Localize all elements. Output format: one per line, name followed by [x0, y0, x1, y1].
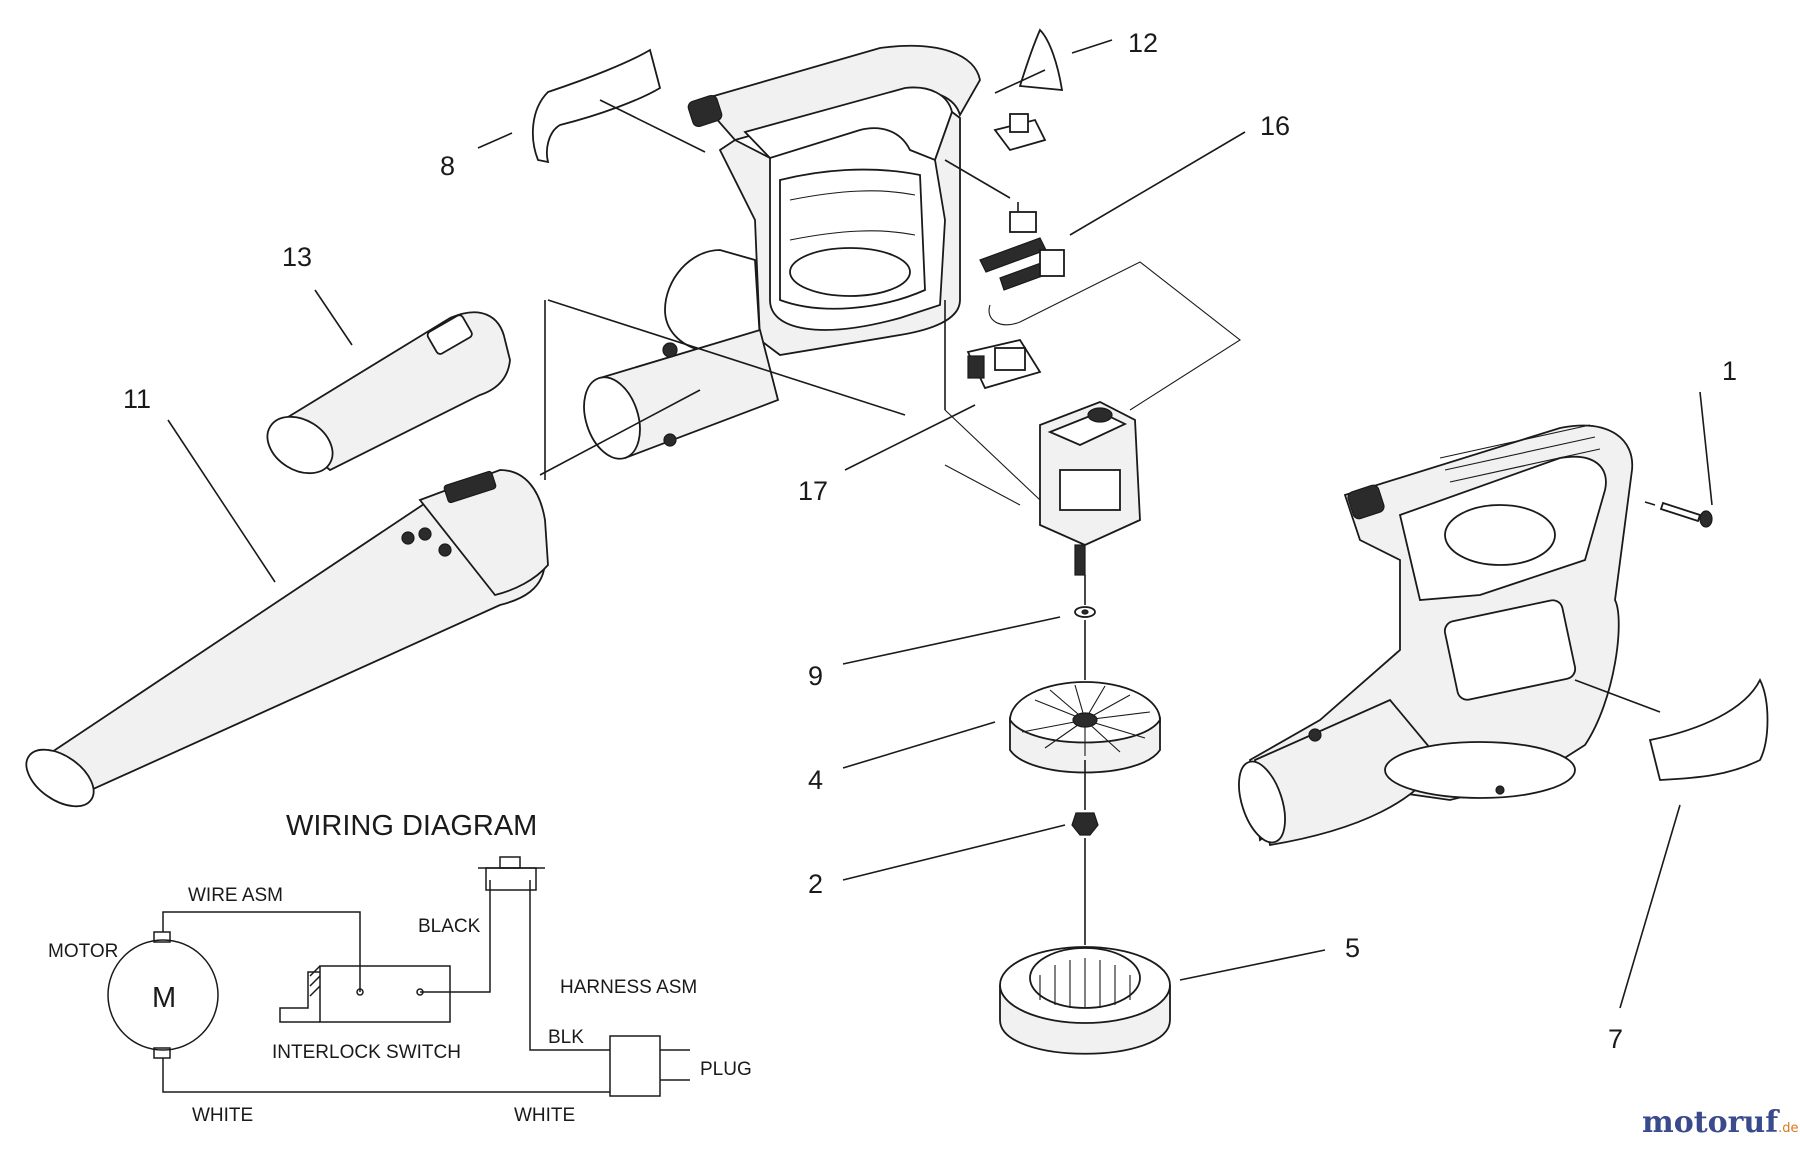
harness-asm-label: HARNESS ASM [560, 977, 697, 998]
wiring-diagram: WIRING DIAGRAM M MOTOR WIRE ASM BLACK HA… [48, 810, 752, 1126]
switch-bracket [993, 113, 1047, 152]
part-5-fan-housing [999, 946, 1171, 1055]
part-7-decal [1648, 677, 1769, 781]
callout-numbers: 8 12 16 13 11 17 9 4 2 5 1 7 [123, 28, 1737, 1054]
part-17-interlock-switch [966, 338, 1042, 390]
part-11-blower-tube [25, 469, 549, 808]
callout-16: 16 [1260, 111, 1290, 141]
blower-housing-half [583, 44, 981, 460]
callout-12: 12 [1128, 28, 1158, 58]
callout-7: 7 [1608, 1024, 1623, 1054]
part-4-impeller [1009, 681, 1161, 774]
svg-text:motoruf.de: motoruf.de [1642, 1105, 1799, 1140]
part-1-screw [1659, 501, 1713, 528]
part-2-nut [1071, 812, 1099, 836]
watermark-logo: motoruf.de [1642, 1105, 1799, 1140]
part-16-wire-assembly [979, 211, 1241, 411]
interlock-switch-symbol [319, 965, 451, 1023]
harness-connector-symbol [485, 867, 537, 891]
callout-4: 4 [808, 765, 823, 795]
plug-label: PLUG [700, 1059, 752, 1080]
plug-symbol [609, 1035, 661, 1097]
white-label-left: WHITE [192, 1105, 253, 1126]
callout-8: 8 [440, 151, 455, 181]
assembled-blower [1238, 424, 1634, 847]
interlock-switch-label: INTERLOCK SWITCH [272, 1042, 461, 1063]
motor-label: MOTOR [48, 941, 118, 962]
callout-1: 1 [1722, 356, 1737, 386]
motor-symbol-circle [107, 939, 219, 1051]
part-13-tube-nozzle [266, 311, 511, 475]
callout-13: 13 [282, 242, 312, 272]
part-9-washer [1074, 606, 1096, 618]
motor-symbol: M [152, 982, 176, 1014]
white-label-right: WHITE [514, 1105, 575, 1126]
black-label: BLACK [418, 916, 481, 937]
watermark-brand: motoruf [1642, 1105, 1780, 1140]
callout-17: 17 [798, 476, 828, 506]
leader-lines [167, 39, 1713, 1009]
callout-2: 2 [808, 869, 823, 899]
callout-9: 9 [808, 661, 823, 691]
part-12-decal [1018, 28, 1064, 92]
watermark-tld: .de [1778, 1121, 1798, 1136]
blk-label: BLK [548, 1027, 584, 1048]
wire-asm-label: WIRE ASM [188, 885, 283, 906]
part-8-decal [532, 48, 662, 164]
motor [1039, 401, 1141, 576]
callout-5: 5 [1345, 933, 1360, 963]
callout-11: 11 [123, 384, 151, 414]
wiring-title: WIRING DIAGRAM [286, 810, 537, 842]
